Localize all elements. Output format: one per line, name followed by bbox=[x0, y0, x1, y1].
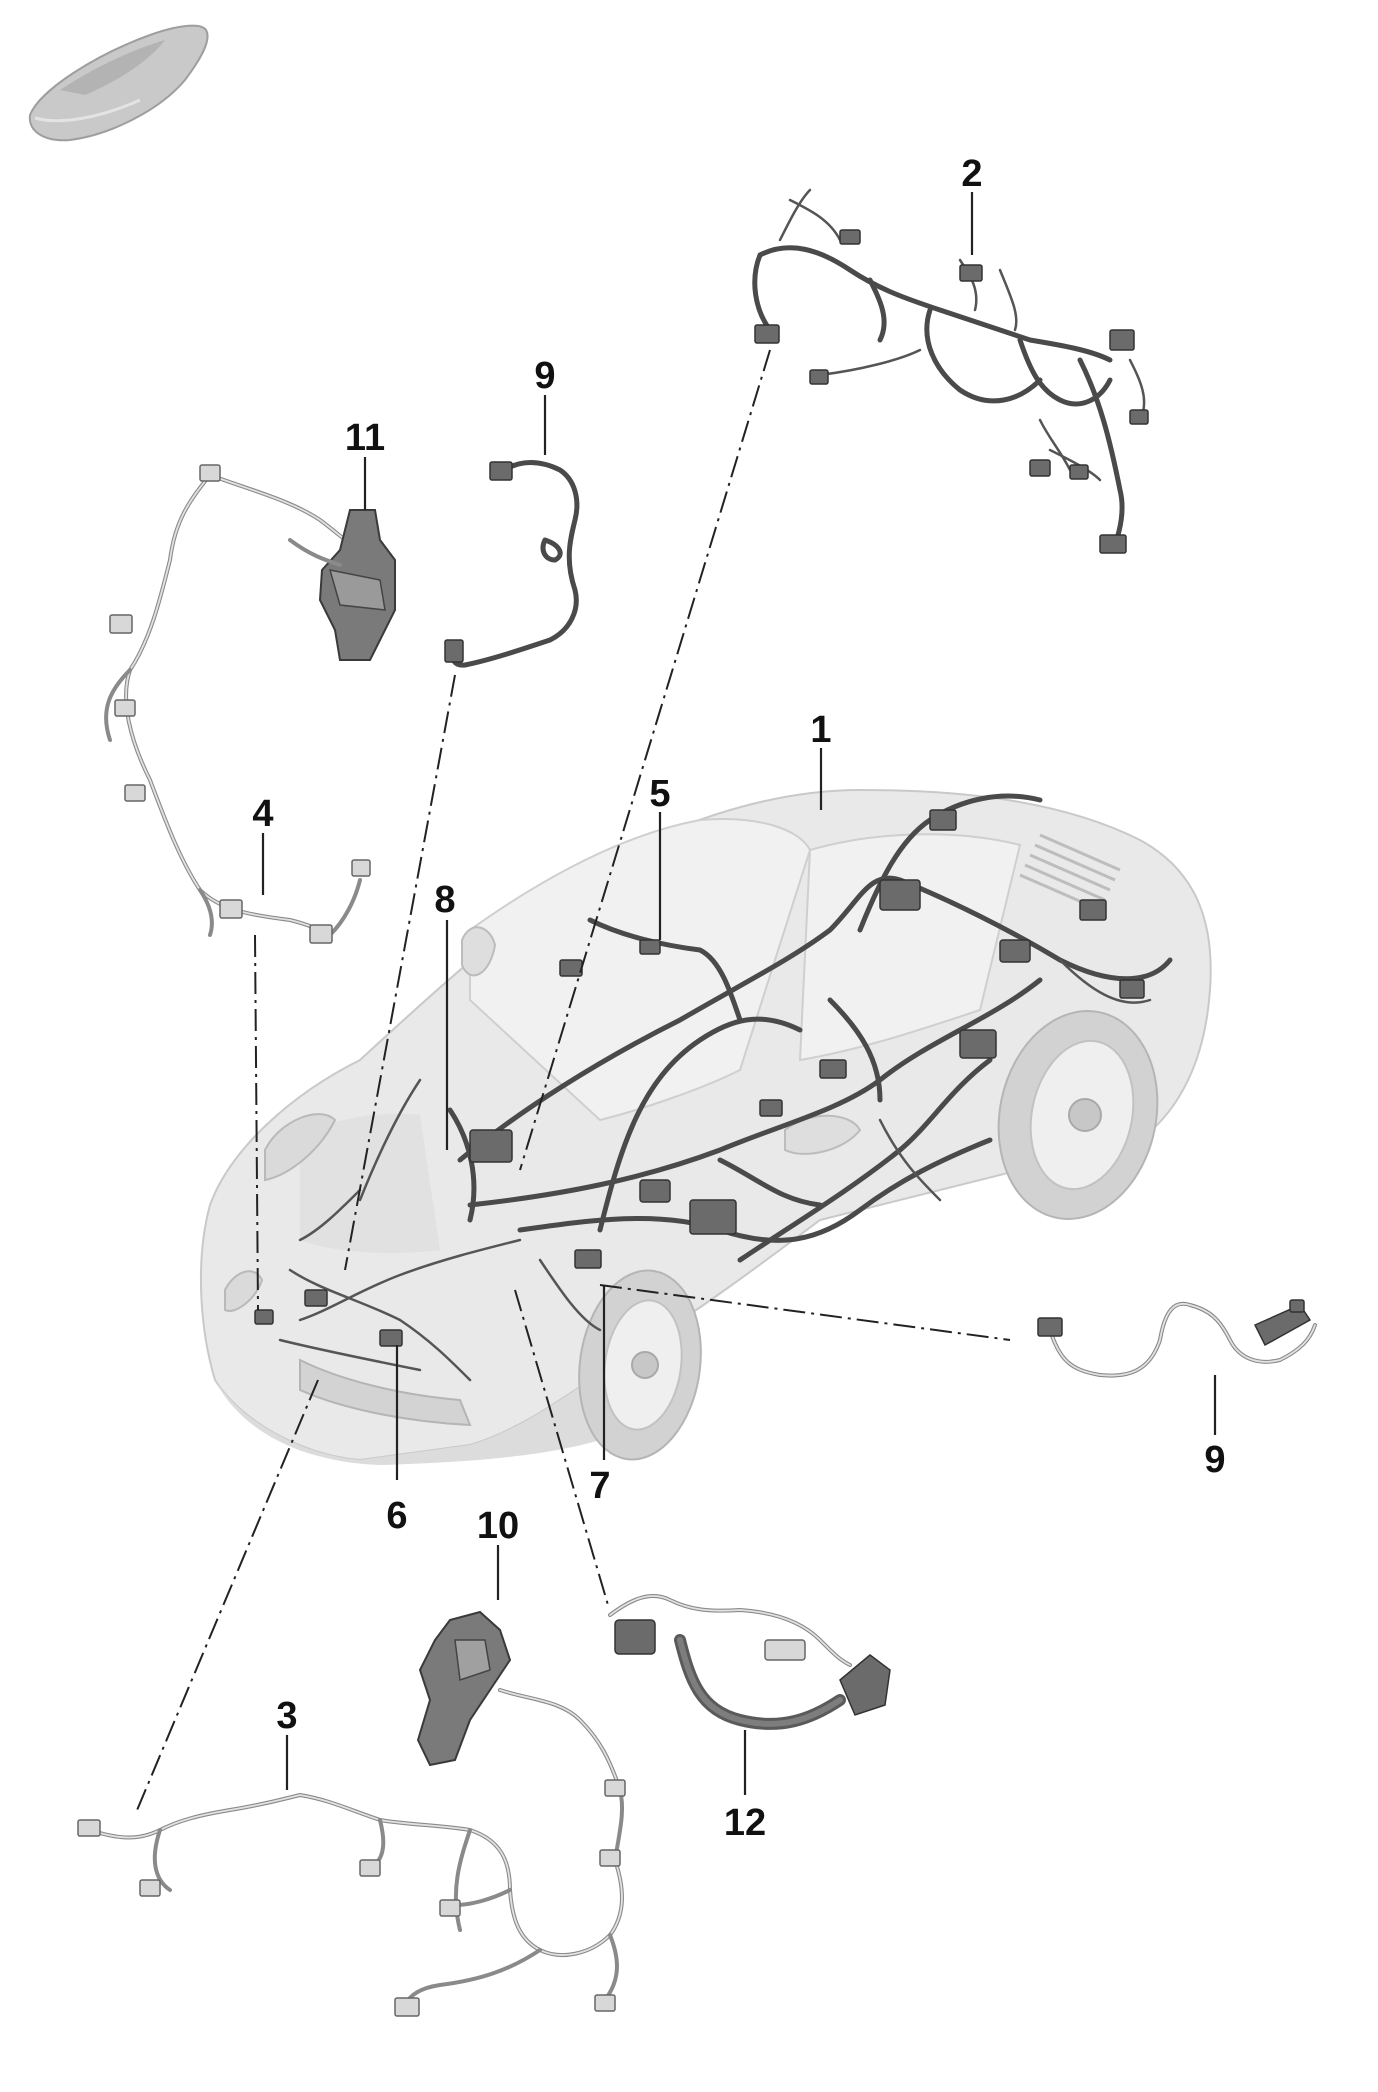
callout-4: 4 bbox=[252, 793, 273, 835]
main-harness bbox=[254, 793, 1173, 1382]
callout-3: 3 bbox=[276, 1695, 297, 1737]
callout-7: 7 bbox=[589, 1465, 610, 1507]
harness-9-right bbox=[1037, 1299, 1317, 1378]
car-thumbnail-icon bbox=[28, 24, 209, 142]
harness-9-top bbox=[444, 460, 580, 668]
callout-10: 10 bbox=[477, 1505, 519, 1547]
bracket-11 bbox=[288, 509, 396, 661]
front-bumper-harness bbox=[77, 1779, 626, 2017]
reference-lines bbox=[134, 349, 1011, 1816]
car-body bbox=[199, 788, 1212, 1465]
callout-labels: 1 2 3 4 5 6 7 8 9 9 10 11 12 bbox=[252, 153, 1225, 1844]
callout-9-top: 9 bbox=[534, 355, 555, 397]
callout-2: 2 bbox=[961, 153, 982, 195]
dashboard-harness bbox=[752, 188, 1149, 554]
callout-5: 5 bbox=[649, 773, 670, 815]
front-wheel bbox=[578, 1269, 702, 1461]
door-harness-left bbox=[104, 464, 371, 944]
callout-6: 6 bbox=[386, 1495, 407, 1537]
rear-wheel bbox=[997, 1010, 1159, 1220]
callout-1: 1 bbox=[810, 709, 831, 751]
callout-leaders bbox=[261, 192, 1217, 1795]
callout-11: 11 bbox=[345, 417, 385, 459]
bracket-10 bbox=[416, 1610, 622, 1792]
callout-12: 12 bbox=[724, 1802, 766, 1844]
callout-8: 8 bbox=[434, 879, 455, 921]
harness-12 bbox=[608, 1594, 891, 1730]
callout-9-right: 9 bbox=[1204, 1439, 1225, 1481]
